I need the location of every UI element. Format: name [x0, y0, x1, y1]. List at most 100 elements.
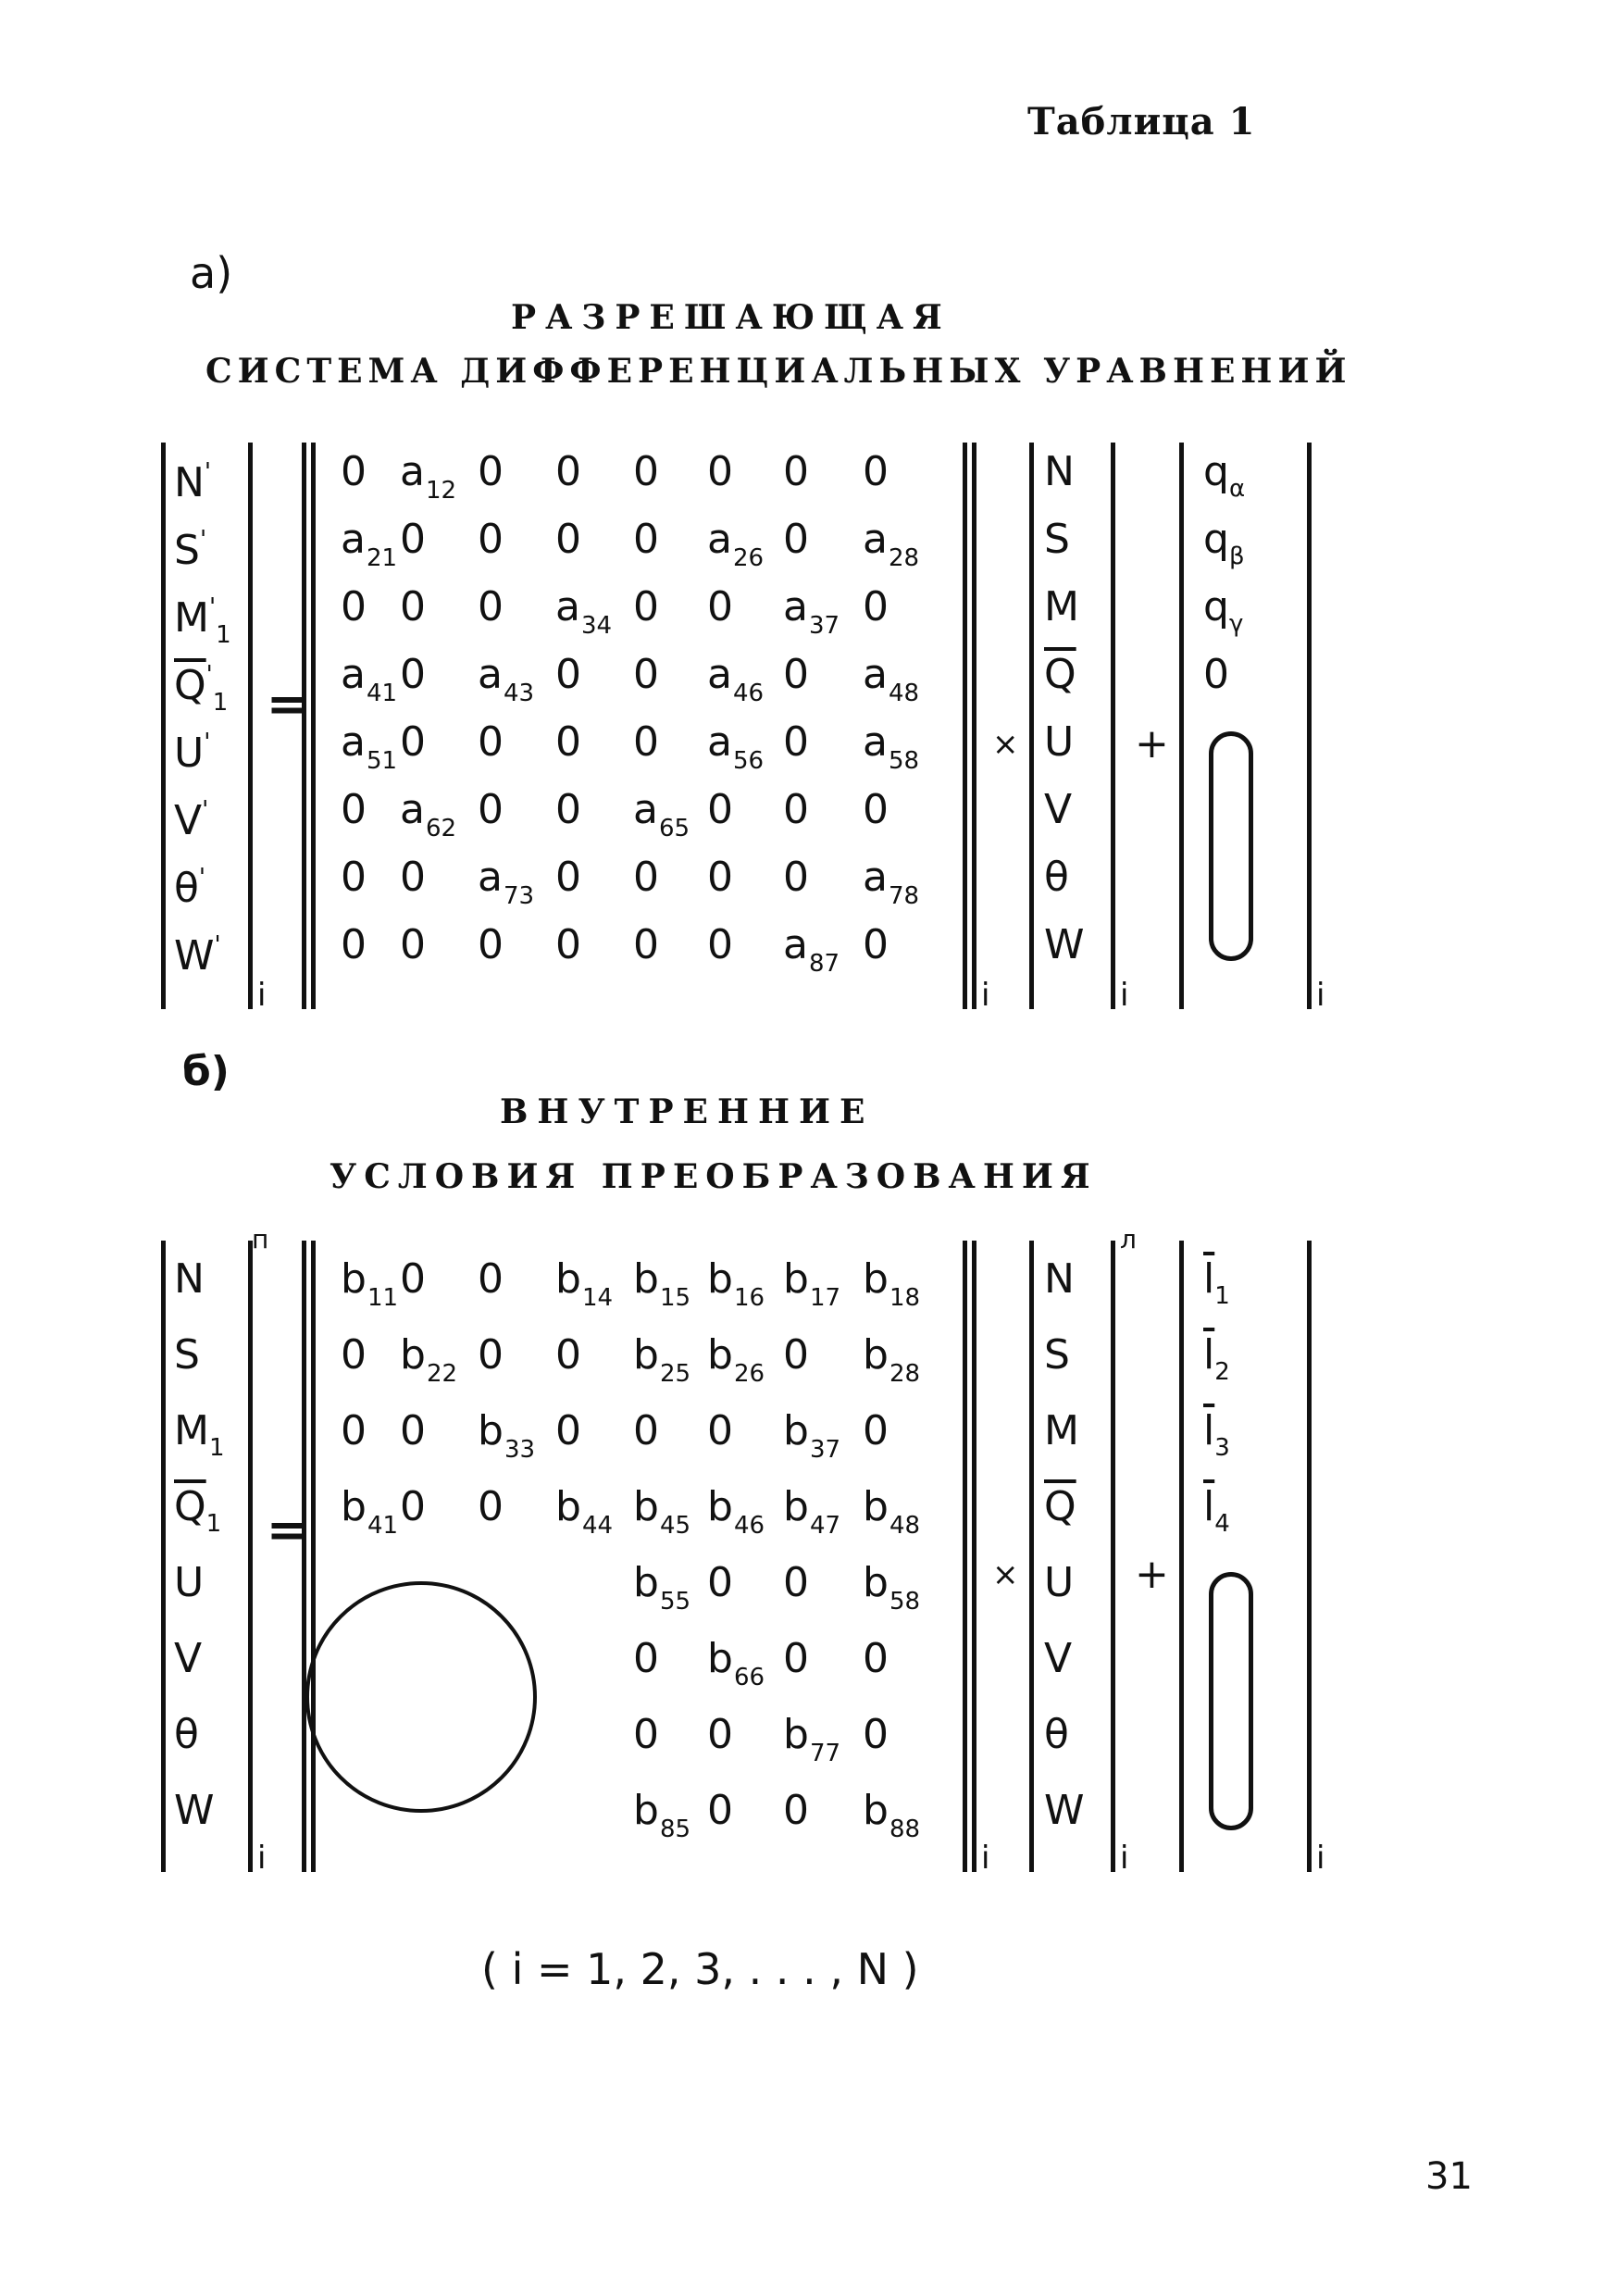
state-vector-entry: S: [1044, 1331, 1070, 1379]
lhs-vector-entry: W: [174, 1787, 215, 1834]
lhs-vector-entry: W': [174, 931, 221, 980]
section-a-marker: а): [190, 248, 233, 298]
matrix-entry: 0: [707, 1787, 733, 1834]
state-superscript: л: [1120, 1224, 1137, 1254]
matrix-entry: 0: [341, 1331, 367, 1379]
matrix-entry: 0: [783, 1559, 809, 1606]
matrix-entry: 0: [400, 854, 426, 901]
matrix-entry: 0: [341, 854, 367, 901]
matrix-entry: 0: [341, 921, 367, 968]
matrix-entry: b25: [633, 1331, 691, 1389]
matrix-entry: 0: [341, 583, 367, 630]
lhs-vector-entry: U: [174, 1559, 205, 1606]
plus-sign: +: [1135, 720, 1169, 767]
lhs-superscript: п: [252, 1224, 269, 1254]
state-bar-left: [1029, 1241, 1034, 1872]
rhs-vector-entry: l2: [1203, 1331, 1230, 1387]
matrix-entry: 0: [478, 1255, 504, 1303]
matrix-entry: 0: [707, 786, 733, 833]
lhs-vector-entry: S': [174, 526, 207, 574]
matrix-entry: 0: [633, 1711, 659, 1758]
matrix-entry: b14: [555, 1255, 614, 1313]
matrix-entry: b58: [863, 1559, 921, 1616]
matrix-entry: b28: [863, 1331, 921, 1389]
matrix-entry: 0: [478, 718, 504, 766]
matrix-entry: b22: [400, 1331, 458, 1389]
state-vector-entry: U: [1044, 718, 1075, 766]
lhs-vector-entry: U': [174, 729, 211, 777]
matrix-entry: b66: [707, 1635, 765, 1692]
matrix-entry: 0: [633, 1635, 659, 1682]
state-vector-entry: V: [1044, 786, 1073, 833]
rhs-vector-entry: qα: [1203, 448, 1246, 504]
matrix-entry: a62: [400, 786, 457, 843]
lhs-vector-entry: θ': [174, 864, 206, 912]
equals-sign: =: [267, 677, 307, 733]
matrix-entry: 0: [633, 1407, 659, 1454]
state-vector-entry: U: [1044, 1559, 1075, 1606]
matrix-bar-right-1: [963, 443, 967, 1009]
matrix-entry: 0: [555, 1407, 581, 1454]
matrix-entry: 0: [633, 718, 659, 766]
lhs-vector-entry: θ: [174, 1711, 199, 1758]
state-index: i: [1120, 1840, 1129, 1877]
lhs-index: i: [257, 1840, 267, 1877]
state-vector-entry: Q: [1044, 1483, 1076, 1530]
matrix-entry: 0: [478, 516, 504, 563]
matrix-entry: b18: [863, 1255, 921, 1313]
zero-block-circle: [305, 1581, 537, 1813]
matrix-entry: 0: [707, 921, 733, 968]
index-range-formula: ( i = 1, 2, 3, . . . , N ): [481, 1944, 919, 1994]
rhs-bar-right: [1307, 443, 1312, 1009]
rhs-bar-left: [1179, 1241, 1184, 1872]
matrix-entry: a73: [478, 854, 535, 911]
matrix-entry: 0: [633, 651, 659, 698]
matrix-entry: 0: [707, 1407, 733, 1454]
matrix-entry: 0: [555, 718, 581, 766]
matrix-bar-right-2: [972, 1241, 976, 1872]
matrix-entry: a51: [341, 718, 398, 776]
zero-block-oval: [1209, 1572, 1253, 1830]
rhs-index: i: [1316, 1840, 1325, 1877]
matrix-entry: a28: [863, 516, 920, 573]
matrix-entry: 0: [863, 921, 889, 968]
lhs-bar-right: [248, 443, 253, 1009]
equals-sign: =: [267, 1503, 307, 1559]
matrix-entry: 0: [707, 448, 733, 495]
lhs-vector-entry: N: [174, 1255, 205, 1303]
rhs-vector-entry: 0: [1203, 651, 1229, 698]
matrix-entry: 0: [863, 1711, 889, 1758]
plus-sign: +: [1135, 1551, 1169, 1598]
matrix-entry: 0: [555, 921, 581, 968]
lhs-vector-entry: M'1: [174, 593, 231, 649]
matrix-entry: b16: [707, 1255, 765, 1313]
matrix-entry: 0: [783, 854, 809, 901]
matrix-entry: a78: [863, 854, 920, 911]
zero-block-oval: [1209, 731, 1253, 962]
matrix-entry: b11: [341, 1255, 399, 1313]
rhs-vector-entry: l4: [1203, 1483, 1230, 1539]
lhs-bar-left: [161, 1241, 166, 1872]
matrix-entry: 0: [400, 1483, 426, 1530]
matrix-entry: 0: [783, 651, 809, 698]
matrix-entry: b48: [863, 1483, 921, 1541]
matrix-entry: b45: [633, 1483, 691, 1541]
matrix-entry: 0: [783, 1635, 809, 1682]
state-vector-entry: N: [1044, 1255, 1075, 1303]
state-bar-right: [1111, 443, 1115, 1009]
matrix-entry: 0: [707, 1559, 733, 1606]
matrix-entry: 0: [783, 1331, 809, 1379]
state-bar-left: [1029, 443, 1034, 1009]
rhs-vector-entry: qγ: [1203, 583, 1244, 639]
lhs-vector-entry: V': [174, 796, 209, 844]
table-label: Таблица 1: [1027, 100, 1256, 144]
lhs-vector-entry: S: [174, 1331, 200, 1379]
rhs-vector-entry: l1: [1203, 1255, 1230, 1311]
matrix-entry: 0: [555, 786, 581, 833]
matrix-entry: b41: [341, 1483, 399, 1541]
matrix-entry: 0: [633, 854, 659, 901]
matrix-entry: 0: [707, 854, 733, 901]
matrix-entry: a56: [707, 718, 765, 776]
matrix-entry: b15: [633, 1255, 691, 1313]
state-vector-entry: W: [1044, 921, 1085, 968]
